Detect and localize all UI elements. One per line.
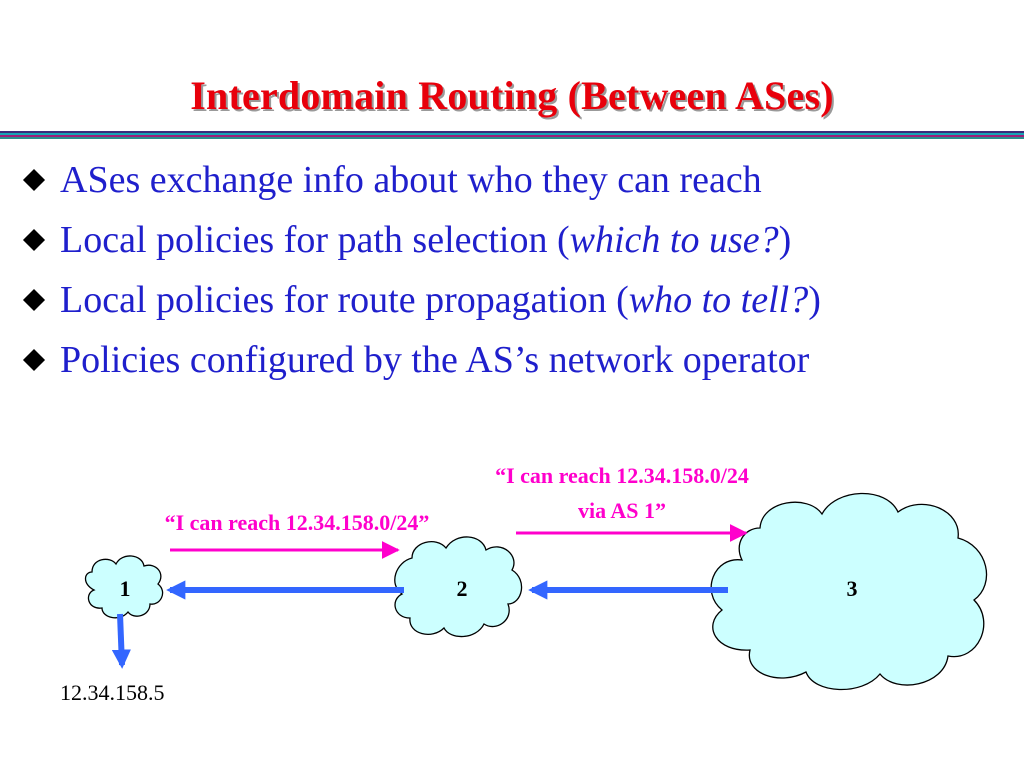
as3-label: 3 xyxy=(847,576,858,601)
host-address: 12.34.158.5 xyxy=(60,680,165,705)
as2-cloud: 2 xyxy=(394,536,523,638)
bullet-item: Local policies for route propagation (wh… xyxy=(18,270,821,330)
bullet-text: ASes exchange info about who they can re… xyxy=(60,159,762,201)
bullet-list: ASes exchange info about who they can re… xyxy=(18,150,821,390)
blue-arrow-1-to-host xyxy=(111,613,131,669)
slide-title: Interdomain Routing (Between ASes) xyxy=(190,73,834,118)
bullet-text-tail: ) xyxy=(808,279,821,321)
as3-cloud-shape xyxy=(710,492,988,691)
divider-line xyxy=(0,137,1024,139)
divider-line xyxy=(0,133,1024,135)
bullet-text-italic: who to tell? xyxy=(628,279,809,321)
as2-cloud-shape xyxy=(394,536,523,638)
announcement-2-to-3-line1: “I can reach 12.34.158.0/24 xyxy=(495,463,749,488)
announcement-2-to-3-line2: via AS 1” xyxy=(578,498,666,523)
bullet-text: Local policies for path selection ( xyxy=(60,219,570,261)
bullet-text-tail: ) xyxy=(778,219,792,261)
title-divider xyxy=(0,131,1024,139)
divider-line xyxy=(0,135,1024,137)
bullet-item: Policies configured by the AS’s network … xyxy=(18,330,821,390)
bullet-text: Local policies for route propagation ( xyxy=(60,279,629,321)
as2-label: 2 xyxy=(457,576,468,601)
as1-label: 1 xyxy=(120,576,131,601)
as3-cloud: 3 xyxy=(710,492,988,691)
divider-line xyxy=(0,131,1024,133)
bullet-item: ASes exchange info about who they can re… xyxy=(18,150,821,210)
bullet-text: Policies configured by the AS’s network … xyxy=(60,339,810,381)
as1-cloud: 1 xyxy=(84,555,164,619)
as1-cloud-shape xyxy=(84,555,164,619)
bullet-text-italic: which to use? xyxy=(569,219,779,261)
announcement-1-to-2: “I can reach 12.34.158.0/24” xyxy=(165,510,430,535)
bullet-item: Local policies for path selection (which… xyxy=(18,210,821,270)
